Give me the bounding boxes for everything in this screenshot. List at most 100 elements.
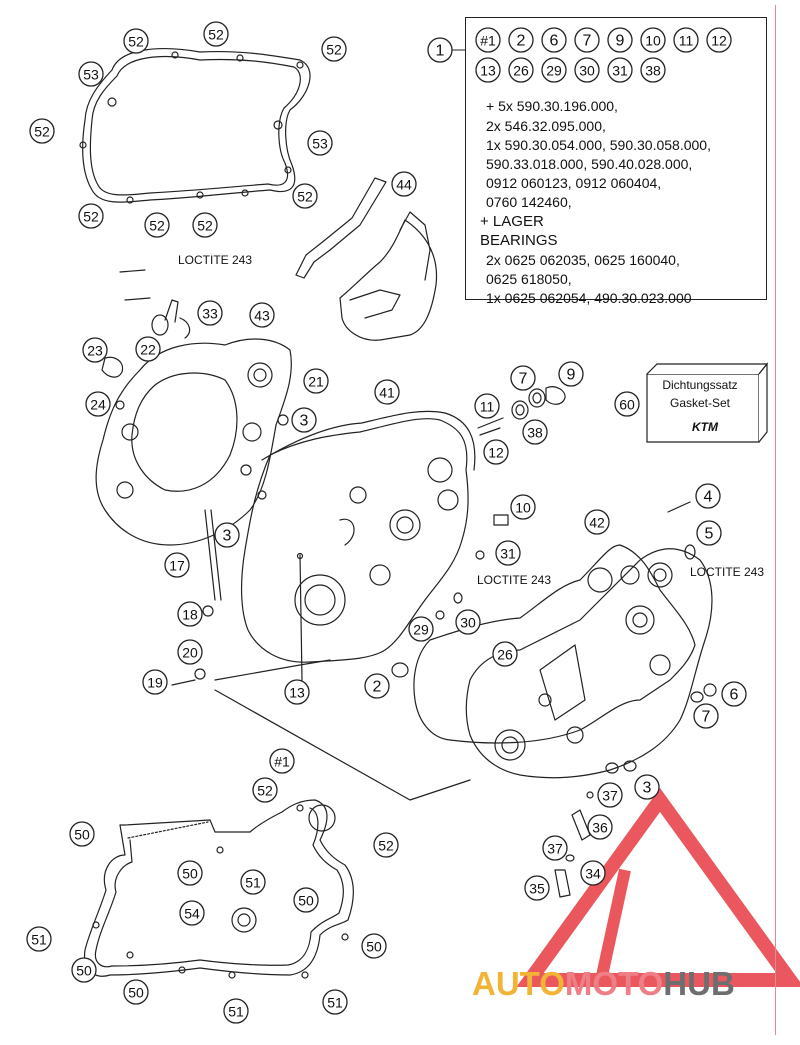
callout-c52a: 52 xyxy=(123,28,149,54)
svg-text:52: 52 xyxy=(297,189,313,205)
svg-text:51: 51 xyxy=(327,995,343,1011)
svg-text:50: 50 xyxy=(182,866,198,882)
svg-text:44: 44 xyxy=(396,177,412,193)
svg-text:31: 31 xyxy=(500,546,516,562)
callout-c51c: 51 xyxy=(223,998,249,1024)
svg-text:50: 50 xyxy=(366,939,382,955)
svg-text:#1: #1 xyxy=(480,33,496,49)
box-bearing-line-1: 2x 0625 062035, 0625 160040, xyxy=(486,252,680,268)
svg-text:52: 52 xyxy=(128,34,144,50)
callout-c52b: 52 xyxy=(203,21,229,47)
box-header-r1-2: 6 xyxy=(541,27,567,53)
svg-text:21: 21 xyxy=(308,374,324,390)
callout-c21: 21 xyxy=(303,368,329,394)
svg-text:9: 9 xyxy=(616,33,625,50)
loctite-label-l3: LOCTITE 243 xyxy=(690,565,765,579)
callout-c3c: 3 xyxy=(634,774,660,800)
callout-c53a: 53 xyxy=(78,61,104,87)
callout-c44: 44 xyxy=(391,171,417,197)
callout-c50f: 50 xyxy=(123,979,149,1005)
svg-text:33: 33 xyxy=(202,306,218,322)
callout-c50a: 50 xyxy=(69,821,95,847)
svg-text:31: 31 xyxy=(612,63,628,79)
svg-text:37: 37 xyxy=(602,788,618,804)
callout-c1b: #1 xyxy=(269,748,295,774)
callout-c36: 36 xyxy=(587,814,613,840)
svg-text:7: 7 xyxy=(702,709,711,726)
callout-c50c: 50 xyxy=(293,887,319,913)
callout-c7a: 7 xyxy=(510,365,536,391)
svg-text:7: 7 xyxy=(519,371,528,388)
svg-text:34: 34 xyxy=(585,866,601,882)
box-header-r1-4: 9 xyxy=(607,27,633,53)
svg-text:#1: #1 xyxy=(274,754,290,770)
callout-c12: 12 xyxy=(483,439,509,465)
callout-c13: 13 xyxy=(284,679,310,705)
svg-text:52: 52 xyxy=(197,218,213,234)
gasket-kit-box: Dichtungssatz Gasket-Set KTM xyxy=(645,360,769,444)
watermark-triangle-logo xyxy=(516,788,800,987)
callout-c34: 34 xyxy=(580,860,606,886)
box-header-r1-6: 11 xyxy=(673,27,699,53)
svg-text:9: 9 xyxy=(567,367,576,384)
callout-c9: 9 xyxy=(558,361,584,387)
callout-c52c: 52 xyxy=(321,36,347,62)
svg-text:38: 38 xyxy=(527,425,543,441)
page-edge-rule xyxy=(775,5,776,1035)
callout-c42: 42 xyxy=(584,509,610,535)
box-header-r2-1: 26 xyxy=(508,57,534,83)
callout-c51a: 51 xyxy=(240,869,266,895)
svg-text:51: 51 xyxy=(228,1004,244,1020)
svg-text:42: 42 xyxy=(589,515,605,531)
loctite-label-l1: LOCTITE 243 xyxy=(178,253,253,267)
svg-text:1: 1 xyxy=(436,43,445,60)
callout-c38: 38 xyxy=(522,419,548,445)
svg-text:26: 26 xyxy=(513,63,529,79)
box-line-6: 0760 142460, xyxy=(486,194,572,210)
callout-c11: 11 xyxy=(474,393,500,419)
svg-text:53: 53 xyxy=(83,67,99,83)
callout-c37a: 37 xyxy=(597,782,623,808)
svg-text:52: 52 xyxy=(208,27,224,43)
svg-text:3: 3 xyxy=(300,413,309,430)
loctite-label-l2: LOCTITE 243 xyxy=(477,573,552,587)
svg-text:10: 10 xyxy=(645,33,661,49)
svg-text:50: 50 xyxy=(128,985,144,1001)
svg-text:22: 22 xyxy=(140,342,156,358)
svg-text:24: 24 xyxy=(90,397,106,413)
svg-text:41: 41 xyxy=(379,385,395,401)
svg-text:51: 51 xyxy=(245,875,261,891)
callout-c3a: 3 xyxy=(291,407,317,433)
ignition-cover-gasket xyxy=(82,48,311,203)
callout-c3b: 3 xyxy=(214,522,240,548)
callout-c31: 31 xyxy=(495,540,521,566)
callout-c52e: 52 xyxy=(292,183,318,209)
callout-c43: 43 xyxy=(249,302,275,328)
callout-c53b: 53 xyxy=(307,130,333,156)
callout-c17: 17 xyxy=(164,552,190,578)
box-bearing-line-3: 1x 0625 062054, 490.30.023.000 xyxy=(486,290,692,306)
callout-c23: 23 xyxy=(82,337,108,363)
callout-c50b: 50 xyxy=(177,860,203,886)
automotohub-watermark: AUTOMOTOHUB xyxy=(472,965,735,1003)
box-lager-2: BEARINGS xyxy=(480,232,558,249)
svg-text:6: 6 xyxy=(550,33,559,50)
svg-text:54: 54 xyxy=(184,906,200,922)
svg-text:2: 2 xyxy=(373,679,382,696)
watermark-moto: MOTO xyxy=(564,965,664,1002)
callout-c2: 2 xyxy=(364,673,390,699)
watermark-hub: HUB xyxy=(663,965,735,1002)
svg-text:52: 52 xyxy=(34,124,50,140)
box-line-5: 0912 060123, 0912 060404, xyxy=(486,175,662,191)
svg-text:50: 50 xyxy=(76,963,92,979)
ktm-logo: KTM xyxy=(692,420,718,434)
svg-text:26: 26 xyxy=(497,647,513,663)
svg-text:53: 53 xyxy=(312,136,328,152)
svg-text:52: 52 xyxy=(378,838,394,854)
svg-text:50: 50 xyxy=(298,893,314,909)
box-line-3: 1x 590.30.054.000, 590.30.058.000, xyxy=(486,137,711,153)
svg-text:2: 2 xyxy=(517,33,526,50)
box-line-2: 2x 546.32.095.000, xyxy=(486,118,606,134)
